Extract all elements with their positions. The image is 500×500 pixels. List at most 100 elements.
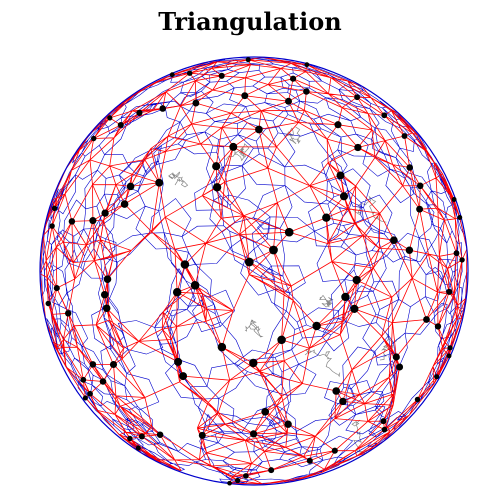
node — [212, 183, 222, 192]
node — [51, 205, 58, 211]
node — [102, 304, 111, 312]
voronoi-cells-layer — [41, 57, 468, 485]
coastline — [351, 419, 368, 455]
node — [446, 288, 453, 295]
node — [392, 353, 400, 361]
node — [414, 396, 421, 403]
node — [334, 121, 342, 129]
node — [198, 431, 206, 439]
node — [117, 121, 124, 129]
node — [192, 99, 200, 107]
node — [243, 473, 249, 479]
node — [82, 395, 88, 401]
node — [53, 285, 60, 292]
node — [322, 213, 331, 222]
node — [127, 435, 133, 442]
node — [447, 345, 453, 351]
node — [90, 135, 97, 142]
node — [172, 287, 182, 297]
node — [405, 246, 414, 254]
node — [434, 323, 442, 330]
node — [401, 133, 408, 139]
node — [434, 374, 440, 380]
node — [180, 260, 190, 269]
node — [80, 376, 87, 383]
node — [284, 227, 294, 237]
node — [331, 447, 338, 454]
coastline — [244, 319, 264, 338]
node — [234, 477, 241, 484]
node — [87, 390, 93, 397]
node — [261, 407, 270, 416]
node — [45, 300, 51, 307]
triangulation-edges — [40, 57, 468, 485]
node — [332, 387, 341, 395]
coastline — [319, 294, 334, 308]
node — [381, 426, 388, 433]
node — [190, 280, 200, 290]
node — [227, 480, 232, 486]
voronoi-cell-edges — [41, 57, 468, 485]
node — [107, 115, 113, 121]
node — [255, 125, 263, 134]
node — [169, 72, 175, 78]
node — [303, 88, 310, 95]
node — [103, 275, 112, 284]
node — [352, 275, 361, 285]
node — [269, 245, 278, 255]
node — [218, 72, 225, 79]
triangulation-edges-layer — [40, 57, 468, 485]
node — [241, 92, 249, 100]
node — [136, 109, 143, 116]
coastline — [225, 143, 250, 162]
node — [120, 200, 129, 208]
node — [336, 171, 345, 180]
node — [249, 430, 258, 438]
coastline — [168, 171, 189, 188]
node — [244, 257, 254, 267]
node — [446, 353, 452, 359]
node — [277, 335, 286, 345]
node — [380, 418, 387, 425]
node — [339, 192, 349, 201]
node — [312, 321, 321, 331]
node — [406, 164, 413, 171]
globe-outline — [39, 56, 469, 486]
node — [354, 94, 361, 101]
node — [100, 290, 109, 299]
coastline — [379, 334, 401, 361]
node — [156, 431, 164, 438]
node — [306, 457, 313, 464]
coastline — [304, 348, 341, 378]
node — [101, 209, 109, 217]
node — [416, 182, 424, 190]
node — [179, 372, 188, 381]
coastline — [284, 126, 301, 145]
node — [341, 292, 350, 302]
node — [290, 75, 297, 82]
node — [99, 378, 107, 385]
node — [212, 162, 221, 171]
node — [245, 57, 251, 63]
node — [217, 342, 227, 352]
nodes-layer — [45, 57, 465, 486]
node — [396, 363, 404, 371]
node — [459, 257, 465, 263]
node — [451, 197, 457, 202]
node — [390, 236, 398, 245]
node — [65, 310, 72, 317]
node — [381, 112, 388, 119]
node — [135, 445, 141, 451]
node — [339, 397, 347, 406]
node — [229, 142, 238, 151]
node — [453, 250, 460, 257]
node — [109, 360, 118, 369]
node — [423, 316, 430, 323]
node — [186, 70, 193, 76]
node — [49, 223, 55, 229]
node — [285, 97, 292, 105]
node — [284, 420, 292, 428]
node — [89, 361, 97, 368]
